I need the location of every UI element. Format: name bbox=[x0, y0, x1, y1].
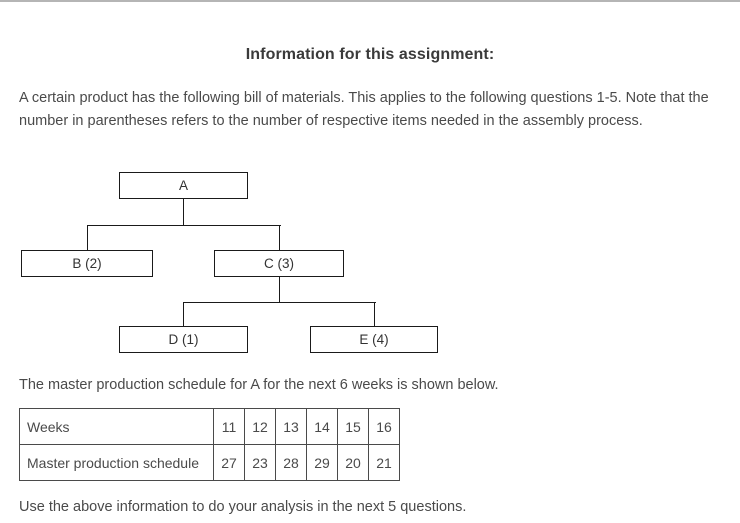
bill-of-materials-diagram: A B (2) C (3) D (1) E (4) bbox=[0, 162, 470, 362]
table-row: Master production schedule 27 23 28 29 2… bbox=[19, 444, 400, 481]
weeks-cell-5: 15 bbox=[337, 408, 369, 445]
closing-instruction-text: Use the above information to do your ana… bbox=[19, 499, 467, 515]
mps-cell-6: 21 bbox=[368, 444, 400, 481]
connector-d-up bbox=[183, 302, 185, 327]
connector-b-up bbox=[87, 225, 89, 251]
mps-cell-4: 29 bbox=[306, 444, 338, 481]
bom-node-b: B (2) bbox=[21, 250, 153, 277]
row-label-weeks: Weeks bbox=[19, 408, 214, 445]
bom-node-e: E (4) bbox=[310, 326, 438, 353]
weeks-cell-1: 11 bbox=[213, 408, 245, 445]
mps-cell-1: 27 bbox=[213, 444, 245, 481]
mps-cell-3: 28 bbox=[275, 444, 307, 481]
bom-node-d: D (1) bbox=[119, 326, 248, 353]
page-title: Information for this assignment: bbox=[245, 46, 495, 63]
mps-cell-5: 20 bbox=[337, 444, 369, 481]
weeks-cell-4: 14 bbox=[306, 408, 338, 445]
connector-a-children-horizontal bbox=[87, 225, 281, 227]
mps-cell-2: 23 bbox=[244, 444, 276, 481]
bom-node-c: C (3) bbox=[214, 250, 344, 277]
table-row: Weeks 11 12 13 14 15 16 bbox=[19, 408, 400, 445]
mps-lead-text: The master production schedule for A for… bbox=[19, 377, 499, 393]
master-production-schedule-table: Weeks 11 12 13 14 15 16 Master productio… bbox=[19, 408, 400, 481]
bom-node-a: A bbox=[119, 172, 248, 199]
weeks-cell-3: 13 bbox=[275, 408, 307, 445]
connector-c-down bbox=[279, 277, 281, 302]
connector-a-down bbox=[183, 199, 185, 225]
connector-c-children-horizontal bbox=[183, 302, 376, 304]
weeks-cell-6: 16 bbox=[368, 408, 400, 445]
intro-paragraph: A certain product has the following bill… bbox=[19, 90, 709, 129]
connector-c-up bbox=[279, 225, 281, 251]
connector-e-up bbox=[374, 302, 376, 327]
row-label-mps: Master production schedule bbox=[19, 444, 214, 481]
weeks-cell-2: 12 bbox=[244, 408, 276, 445]
